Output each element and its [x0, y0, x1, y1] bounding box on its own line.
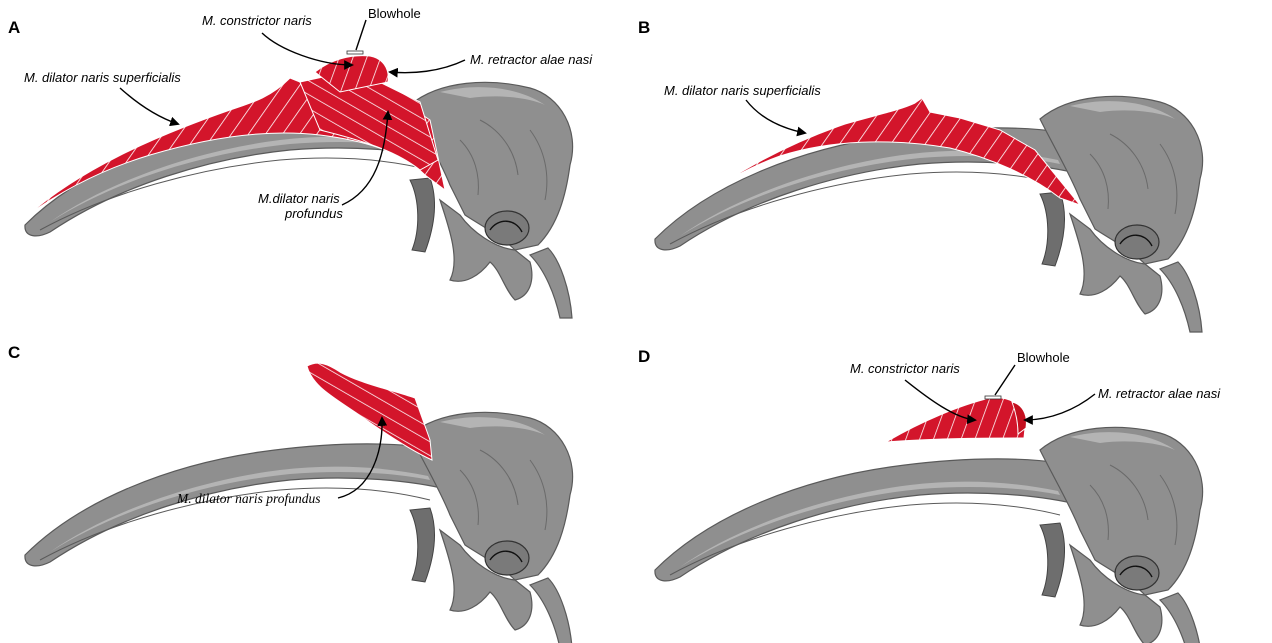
panel-letter-d: D: [638, 347, 650, 366]
label-constrictor-d: M. constrictor naris: [850, 361, 960, 376]
label-blowhole-a: Blowhole: [368, 6, 421, 21]
leader-retractor-d: [1025, 394, 1095, 420]
label-dilator-profundus-c: M. dilator naris profundus: [176, 491, 321, 506]
constrictor-muscle-d: [886, 398, 1026, 442]
label-constrictor-a: M. constrictor naris: [202, 13, 312, 28]
panel-b: B M. dilator naris superficialis: [638, 18, 1203, 332]
panel-letter-b: B: [638, 18, 650, 37]
panel-letter-a: A: [8, 18, 20, 37]
label-dilator-profundus-a-line2: profundus: [284, 206, 343, 221]
label-dilator-superficialis-a: M. dilator naris superficialis: [24, 70, 181, 85]
label-dilator-profundus-a-line1: M.dilator naris: [258, 191, 340, 206]
panel-d: D M. constrictor naris Blowhole M. retra…: [638, 347, 1221, 643]
skull-d: [655, 427, 1203, 643]
label-blowhole-d: Blowhole: [1017, 350, 1070, 365]
blowhole-a: [347, 51, 363, 54]
leader-dilator-superficialis-b: [746, 100, 805, 133]
label-retractor-a: M. retractor alae nasi: [470, 52, 593, 67]
leader-retractor-a: [390, 60, 465, 73]
panel-a: A M. constrictor naris Blowhole M. retra…: [8, 6, 593, 318]
leader-dilator-superficialis-a: [120, 88, 178, 124]
skull-c: [25, 412, 573, 643]
leader-blowhole-d: [995, 365, 1015, 395]
blowhole-d: [985, 396, 1001, 399]
leader-blowhole-a: [356, 20, 366, 50]
panel-letter-c: C: [8, 343, 20, 362]
label-dilator-superficialis-b: M. dilator naris superficialis: [664, 83, 821, 98]
label-retractor-d: M. retractor alae nasi: [1098, 386, 1221, 401]
panel-c: C M. dilator naris profundus: [8, 343, 573, 643]
